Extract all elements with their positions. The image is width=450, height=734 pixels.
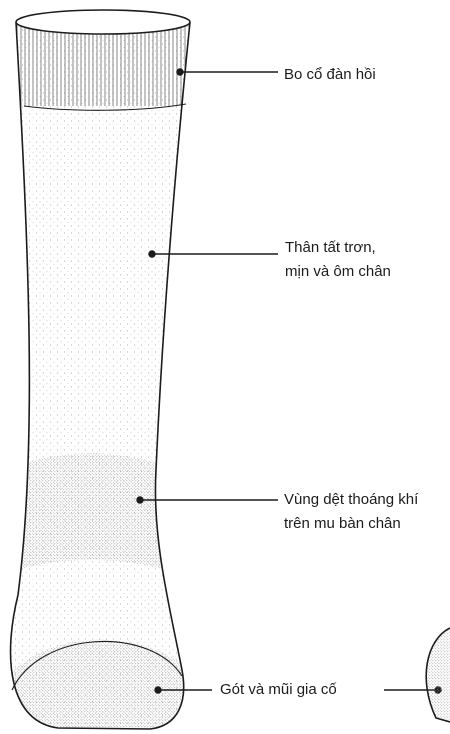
cuff-opening — [16, 10, 190, 34]
leader-dot-vent — [137, 497, 143, 503]
callout-sock-body-line2: mịn và ôm chân — [285, 260, 391, 284]
second-sock-toe — [426, 628, 450, 722]
leader-dot-body — [149, 251, 155, 257]
callout-elastic-cuff-text: Bo cổ đàn hồi — [284, 63, 376, 87]
callout-sock-body-line1: Thân tất trơn, — [285, 236, 391, 260]
callout-ventilation-zone-line1: Vùng dệt thoáng khí — [284, 488, 418, 512]
leader-dot-heel — [155, 687, 161, 693]
leader-lines — [137, 69, 441, 693]
callout-ventilation-zone-line2: trên mu bàn chân — [284, 512, 418, 536]
mesh-zone — [10, 454, 175, 573]
leader-dot-cuff — [177, 69, 183, 75]
callout-ventilation-zone: Vùng dệt thoáng khí trên mu bàn chân — [284, 488, 418, 536]
sock-body — [11, 22, 190, 729]
callout-elastic-cuff: Bo cổ đàn hồi — [284, 63, 376, 87]
callout-heel-toe: Gót và mũi gia cố — [220, 678, 337, 702]
callout-heel-toe-text: Gót và mũi gia cố — [220, 678, 337, 702]
callout-sock-body: Thân tất trơn, mịn và ôm chân — [285, 236, 391, 284]
